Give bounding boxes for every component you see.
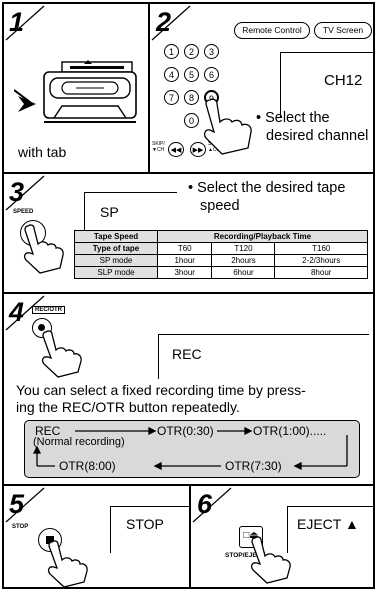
stop-square-icon [46, 536, 54, 544]
table-row: SLP mode 3hour 6hour 8hour [74, 266, 368, 279]
step-3-panel: 3 SPEED SP • Select the desired tape spe… [2, 172, 375, 294]
rec-otr-button-label: REC/OTR [32, 306, 65, 314]
table-cell: 6hour [211, 266, 276, 279]
step-5-panel: 5 STOP STOP [2, 484, 191, 589]
pointing-hand-icon [23, 224, 64, 274]
skip-down-button[interactable]: ◀◀ [168, 142, 184, 157]
remote-key-8[interactable]: 8 [184, 90, 199, 105]
remote-key-5[interactable]: 5 [184, 67, 199, 82]
remote-control-bubble: Remote Control [234, 22, 310, 39]
stop-button[interactable] [38, 528, 62, 552]
step-corner-slash [5, 295, 45, 331]
step-6-panel: 6 □⏏ STOP/EJECT EJECT ▲ [189, 484, 375, 589]
pointing-hand-icon [203, 98, 252, 155]
rec-display: REC [172, 346, 202, 362]
cycle-rec: REC [35, 424, 61, 438]
step-number: 4 [9, 297, 25, 327]
cycle-normal: (Normal recording) [33, 436, 125, 448]
table-subheader-t160: T160 [274, 242, 368, 255]
otr-cycle-box: REC (Normal recording) OTR(0:30) OTR(1:0… [24, 420, 360, 478]
cycle-otr-0-30: OTR(0:30) [157, 424, 214, 438]
step-number: 3 [9, 177, 25, 207]
step-corner-slash [192, 487, 232, 523]
stop-display: STOP [126, 516, 164, 532]
step-number: 2 [156, 7, 172, 37]
cycle-otr-7-30: OTR(7:30) [225, 459, 282, 473]
tv-screen-frame [280, 52, 373, 117]
cycle-arrows [32, 426, 348, 471]
tape-speed-table: Tape Speed Recording/Playback Time Type … [74, 230, 368, 279]
table-header-tape-speed: Tape Speed [74, 230, 158, 243]
stop-button-label: STOP [12, 524, 29, 530]
channel-instruction-line1: • Select the [256, 110, 330, 126]
table-subheader-t120: T120 [211, 242, 276, 255]
table-row: SP mode 1hour 2hours 2-2/3hours [74, 254, 368, 267]
speed-display: SP [100, 204, 119, 220]
table-header-recording-time: Recording/Playback Time [157, 230, 368, 243]
pointing-hand-icon [47, 540, 88, 588]
remote-key-3[interactable]: 3 [204, 44, 219, 59]
speed-button-label: SPEED [13, 209, 34, 215]
step-number: 6 [197, 489, 213, 519]
remote-key-4[interactable]: 4 [164, 67, 179, 82]
skip-down-label: SKIP/ ▼CH [152, 141, 165, 153]
rec-otr-button[interactable] [32, 318, 52, 338]
cassette-icon [14, 60, 137, 123]
table-subheader-type: Type of tape [74, 242, 158, 255]
cycle-otr-1-00: OTR(1:00)..... [253, 424, 327, 438]
remote-key-1[interactable]: 1 [164, 44, 179, 59]
step-1-panel: 1 with tab [2, 2, 150, 174]
remote-key-6[interactable]: 6 [204, 67, 219, 82]
table-cell: SP mode [74, 254, 158, 267]
remote-key-0[interactable]: 0 [184, 113, 199, 128]
table-cell: 2hours [211, 254, 276, 267]
table-cell: 3hour [156, 266, 213, 279]
skip-up-button[interactable]: ▶▶ [190, 142, 206, 157]
stop-eject-button-label: STOP/EJECT [225, 552, 266, 559]
otr-paragraph-line2: ing the REC/OTR button repeatedly. [16, 399, 240, 415]
step-2-panel: 2 Remote Control TV Screen 1 2 3 4 5 6 7… [148, 2, 375, 174]
record-dot-icon [38, 324, 45, 331]
remote-key-2[interactable]: 2 [184, 44, 199, 59]
tv-screen-frame [84, 192, 177, 237]
table-cell: 2-2/3hours [274, 254, 368, 267]
remote-key-7[interactable]: 7 [164, 90, 179, 105]
tv-screen-frame [287, 506, 374, 553]
step-corner-slash [5, 5, 45, 41]
channel-instruction-line2: desired channel [266, 128, 369, 144]
step-4-panel: 4 REC/OTR REC You can select a fixed rec… [2, 292, 375, 486]
step-number: 5 [9, 489, 25, 519]
eject-display: EJECT ▲ [297, 516, 359, 532]
channel-display: CH12 [324, 72, 363, 89]
table-cell: SLP mode [74, 266, 158, 279]
step-corner-slash [5, 487, 45, 523]
cycle-otr-8-00: OTR(8:00) [59, 459, 116, 473]
step-corner-slash [151, 5, 191, 41]
step-corner-slash [5, 175, 45, 211]
speed-instruction-line1: • Select the desired tape [188, 180, 346, 196]
speed-instruction-line2: speed [200, 198, 240, 214]
table-cell: 8hour [274, 266, 368, 279]
stop-eject-icon: □⏏ [243, 530, 259, 541]
step-1-caption: with tab [18, 144, 67, 160]
tv-screen-frame [110, 506, 191, 553]
table-subheader-t60: T60 [156, 242, 213, 255]
pointing-hand-icon [41, 330, 82, 378]
pointing-hand-icon [250, 536, 291, 584]
otr-paragraph-line1: You can select a fixed recording time by… [16, 382, 306, 398]
tv-screen-frame [158, 334, 369, 379]
tv-screen-bubble: TV Screen [314, 22, 372, 39]
step-number: 1 [9, 7, 25, 37]
table-cell: 1hour [156, 254, 213, 267]
stop-eject-button[interactable]: □⏏ [239, 526, 263, 548]
